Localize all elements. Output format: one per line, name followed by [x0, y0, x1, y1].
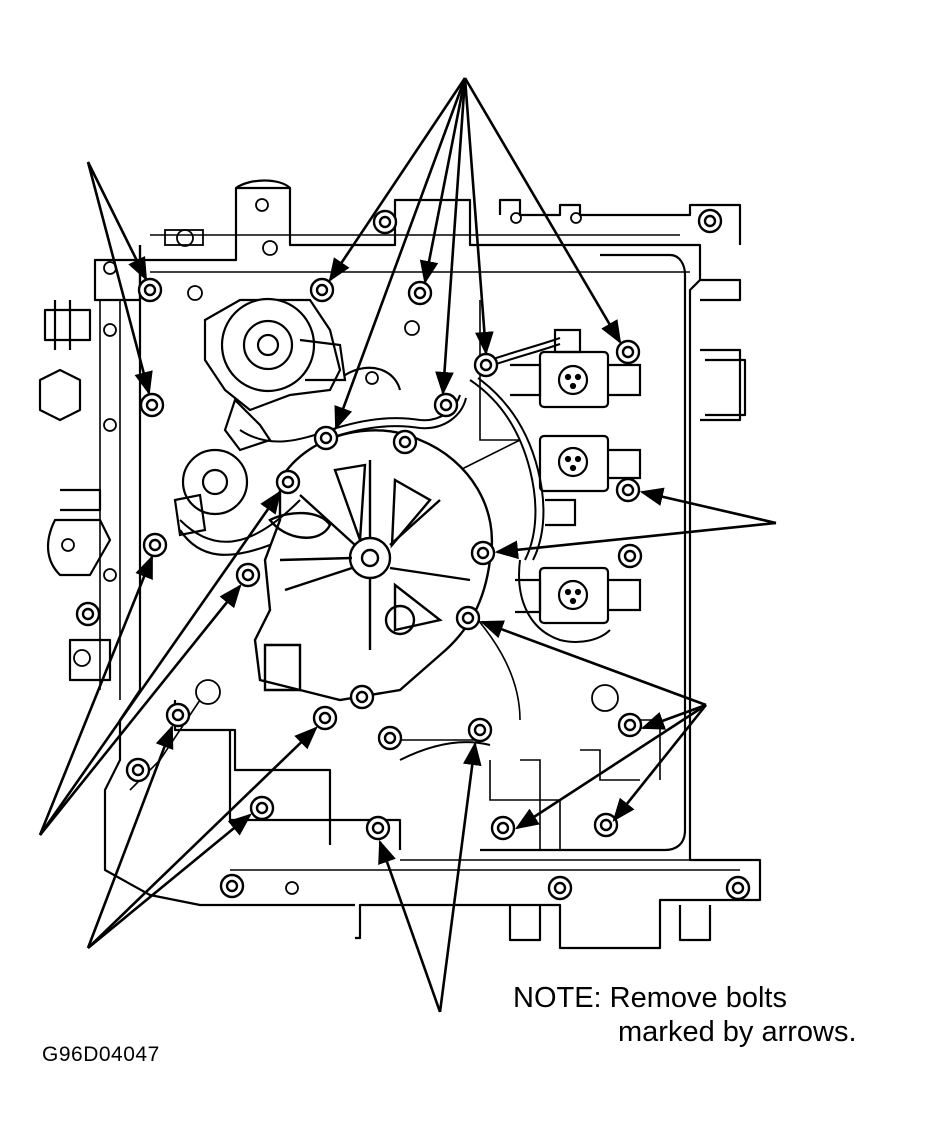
- bolt-marker-icon: [407, 280, 433, 306]
- pointer-arrow-icon: [515, 703, 707, 830]
- pointer-arrow-icon: [86, 724, 174, 949]
- bolt-marker-icon: [349, 684, 375, 710]
- bolt-marker-icon: [615, 339, 641, 365]
- bolt-marker-icon: [365, 815, 391, 841]
- pointer-arrow-icon: [639, 487, 777, 525]
- bolt-marker-icon: [275, 469, 301, 495]
- bolt-marker-icon: [309, 277, 335, 303]
- pointer-arrow-icon: [328, 77, 467, 282]
- pointer-arrow-icon: [479, 620, 707, 707]
- bolt-marker-icon: [455, 605, 481, 631]
- wiring-harness: [179, 337, 611, 761]
- pointer-arrow-icon: [38, 554, 154, 836]
- figure-id: G96D04047: [42, 1043, 160, 1066]
- bolt-marker-icon: [165, 702, 191, 728]
- bolt-marker-icon: [139, 392, 165, 418]
- bolt-marker-icon: [312, 705, 338, 731]
- bolt-marker-icon: [392, 429, 418, 455]
- bolt-marker-icon: [125, 757, 151, 783]
- bolt-marker-icon: [75, 601, 101, 627]
- bolt-marker-icon: [473, 352, 499, 378]
- bolt-marker-icon: [313, 425, 339, 451]
- bolt-marker-icon: [547, 875, 573, 901]
- pointer-arrow-icon: [87, 726, 318, 949]
- pointer-arrows: [38, 77, 777, 1013]
- bolt-marker-icon: [219, 873, 245, 899]
- bolt-marker-icon: [249, 795, 275, 821]
- pointer-arrow-icon: [494, 521, 777, 560]
- bolt-marker-icon: [433, 392, 459, 418]
- note-line-1: NOTE: Remove bolts: [513, 982, 787, 1014]
- pointer-arrow-icon: [435, 77, 467, 396]
- pointer-arrow-icon: [378, 839, 442, 1013]
- pointer-arrow-icon: [419, 77, 467, 285]
- pointer-arrow-icon: [86, 161, 148, 282]
- bolt-marker-icon: [725, 875, 751, 901]
- bolt-marker-icon: [142, 532, 168, 558]
- bolt-marker-icon: [467, 717, 493, 743]
- bolt-marker-icon: [377, 725, 403, 751]
- bolt-marker-icon: [235, 562, 261, 588]
- pointer-arrow-icon: [463, 77, 622, 345]
- central-plate: [253, 429, 494, 702]
- misc-holes: [61, 198, 619, 895]
- right-solenoids: [510, 328, 642, 625]
- pointer-arrow-icon: [612, 704, 708, 822]
- pointer-arrow-icon: [640, 703, 707, 730]
- pointer-arrow-icon: [438, 741, 482, 1013]
- bolt-marker-icon: [470, 540, 496, 566]
- pointer-arrow-icon: [38, 584, 242, 836]
- bolt-marker-icon: [615, 477, 641, 503]
- pointer-arrow-icon: [463, 77, 494, 356]
- bolt-marker-icon: [697, 208, 723, 234]
- bolt-marker-icon: [617, 712, 643, 738]
- note-text: NOTE: Remove bolts marked by arrows.: [513, 981, 857, 1049]
- upper-solenoid: [203, 297, 402, 452]
- pointer-arrow-icon: [334, 77, 467, 431]
- bolt-marker-icon: [372, 209, 398, 235]
- bolt-marker-icon: [593, 812, 619, 838]
- lower-left-solenoid: [173, 448, 271, 556]
- bolt-marker-icon: [617, 543, 643, 569]
- bolt-marker-icon: [137, 277, 163, 303]
- bolt-marker-icon: [490, 815, 516, 841]
- pointer-arrow-icon: [87, 813, 252, 950]
- pointer-arrow-icon: [86, 161, 153, 396]
- pointer-arrow-icon: [38, 490, 282, 836]
- note-line-2: marked by arrows.: [618, 1016, 857, 1048]
